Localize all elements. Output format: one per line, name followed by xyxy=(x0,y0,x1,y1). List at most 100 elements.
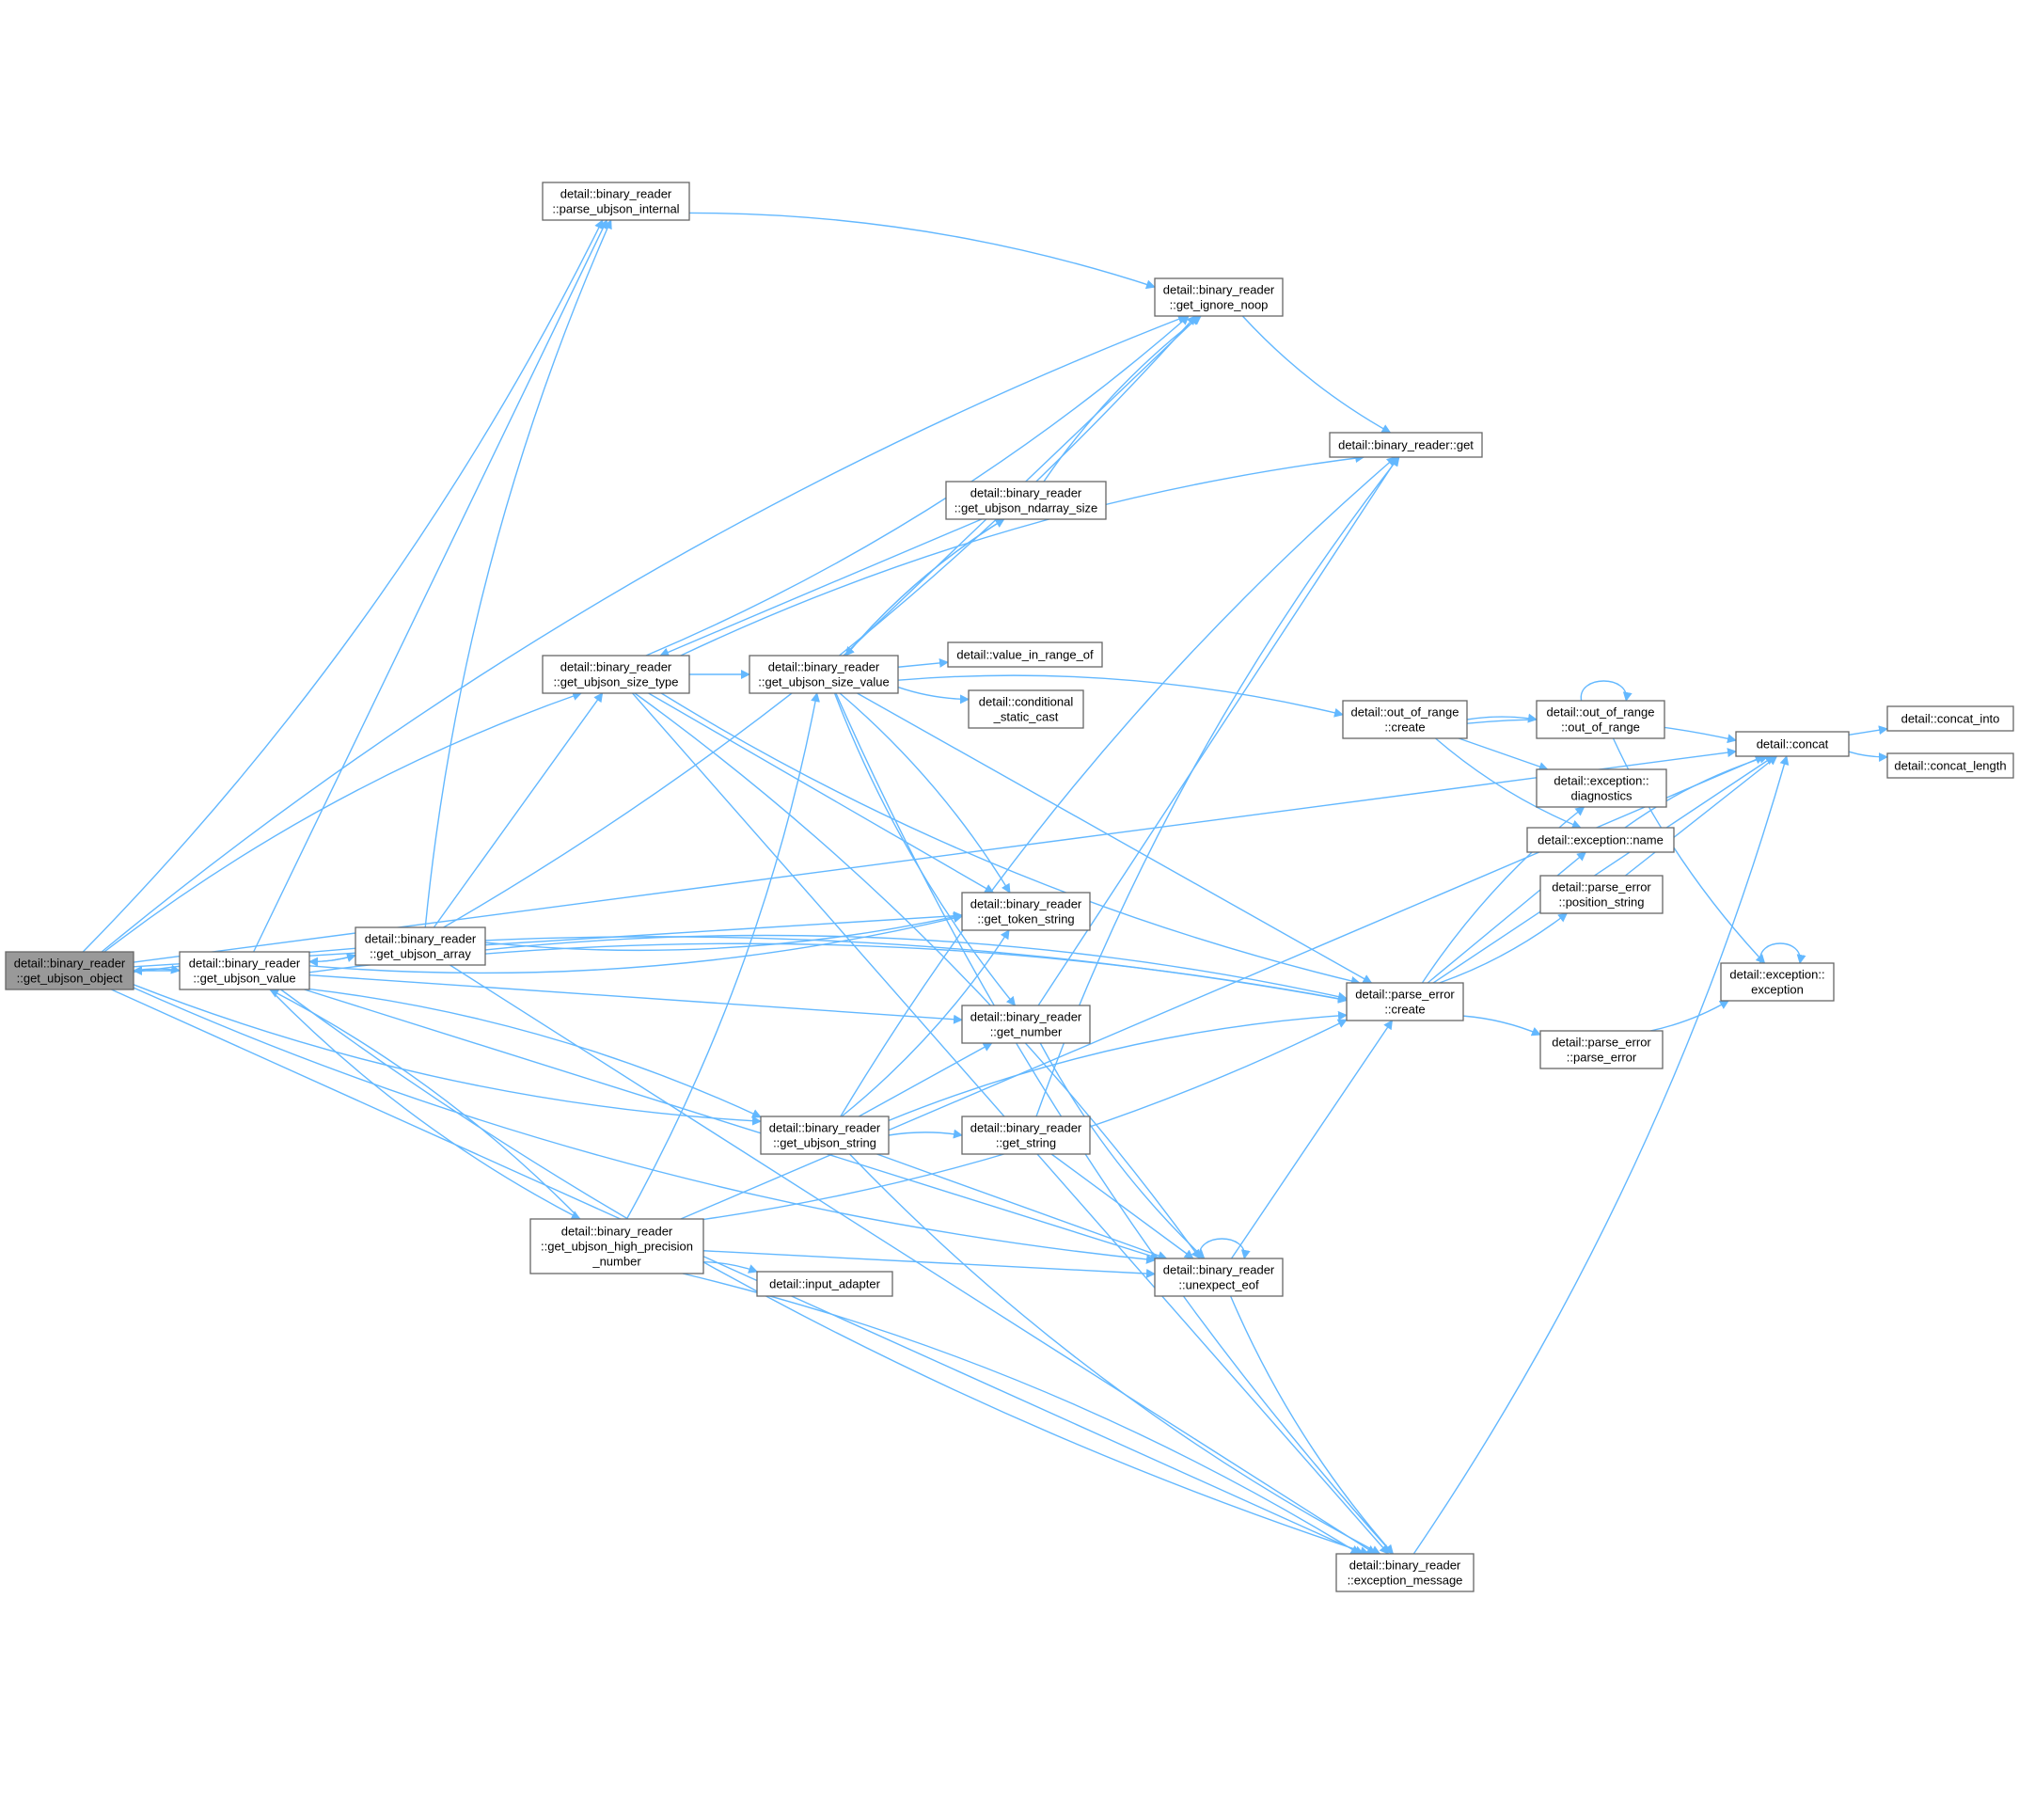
node-label-line: ::get_ubjson_size_value xyxy=(758,675,890,689)
node-label-line: detail::binary_reader xyxy=(970,897,1082,911)
edge-ignore_noop-to-get xyxy=(1241,315,1392,434)
node-exc-ctor[interactable]: detail::exception::exception xyxy=(1720,962,1835,1002)
node-box[interactable] xyxy=(756,1271,893,1297)
node-label-line: detail::conditional xyxy=(979,695,1074,709)
node-label-line: ::create xyxy=(1384,1003,1425,1017)
node-label-line: detail::concat_into xyxy=(1901,712,2000,726)
node-box[interactable] xyxy=(5,951,134,990)
node-label-line: ::get_ubjson_string xyxy=(773,1136,876,1150)
edge-high_prec-to-input_adapter xyxy=(702,1260,759,1274)
node-box[interactable] xyxy=(1342,700,1468,739)
node-concat-length[interactable]: detail::concat_length xyxy=(1886,752,2014,779)
node-label-line: detail::exception:: xyxy=(1554,774,1648,788)
edge-size_value-to-cond_cast xyxy=(897,686,970,704)
node-box[interactable] xyxy=(1154,277,1284,317)
edge-high_prec-to-value xyxy=(269,989,581,1220)
node-box[interactable] xyxy=(1526,827,1675,853)
node-unexpect-eof[interactable]: detail::binary_reader::unexpect_eof xyxy=(1154,1258,1284,1297)
edge-array-to-token_string xyxy=(484,911,963,952)
node-label-line: detail::binary_reader xyxy=(970,1010,1082,1024)
node-concat[interactable]: detail::concat xyxy=(1735,731,1850,757)
node-size-value[interactable]: detail::binary_reader::get_ubjson_size_v… xyxy=(749,655,899,694)
node-box[interactable] xyxy=(1720,962,1835,1002)
node-label-line: ::position_string xyxy=(1558,895,1644,910)
edge-array-to-ignore_noop xyxy=(443,315,1197,928)
node-cond-cast[interactable]: detail::conditional_static_cast xyxy=(968,689,1084,729)
node-oor-ctor[interactable]: detail::out_of_range::out_of_range xyxy=(1536,700,1665,739)
node-box[interactable] xyxy=(179,951,310,990)
node-box[interactable] xyxy=(1536,700,1665,739)
node-label-line: detail::binary_reader xyxy=(560,660,672,674)
edge-value-to-ubj_string xyxy=(308,988,762,1118)
node-label-line: ::get_ignore_noop xyxy=(1170,298,1269,312)
node-box[interactable] xyxy=(542,655,690,694)
edge-exc_name-to-concat xyxy=(1624,753,1769,829)
node-box[interactable] xyxy=(529,1218,704,1274)
node-label-line: detail::input_adapter xyxy=(769,1277,880,1291)
edge-value-to-exc_message xyxy=(280,989,1370,1556)
node-box[interactable] xyxy=(749,655,899,694)
node-box[interactable] xyxy=(961,1005,1091,1044)
node-box[interactable] xyxy=(947,641,1103,668)
node-in-range[interactable]: detail::value_in_range_of xyxy=(947,641,1103,668)
node-array[interactable]: detail::binary_reader::get_ubjson_array xyxy=(355,926,486,966)
node-box[interactable] xyxy=(1335,1553,1475,1592)
edge-oor_create-to-exc_name xyxy=(1435,737,1582,830)
node-label-line: detail::binary_reader xyxy=(970,1121,1082,1135)
node-input-adapter[interactable]: detail::input_adapter xyxy=(756,1271,893,1297)
node-box[interactable] xyxy=(1886,752,2014,779)
node-label-line: diagnostics xyxy=(1570,789,1633,803)
node-exc-name[interactable]: detail::exception::name xyxy=(1526,827,1675,853)
node-exc-message[interactable]: detail::binary_reader::exception_message xyxy=(1335,1553,1475,1592)
edge-pe_create-to-position_string xyxy=(1439,912,1569,984)
node-box[interactable] xyxy=(355,926,486,966)
node-get-string[interactable]: detail::binary_reader::get_string xyxy=(961,1116,1091,1155)
node-parse-internal[interactable]: detail::binary_reader::parse_ubjson_inte… xyxy=(542,182,690,221)
node-box[interactable] xyxy=(1539,875,1664,914)
node-box[interactable] xyxy=(945,481,1107,520)
node-high-prec[interactable]: detail::binary_reader::get_ubjson_high_p… xyxy=(529,1218,704,1274)
edge-ndarray-to-ignore_noop xyxy=(1043,315,1202,483)
edge-size_type-to-unexpect_eof xyxy=(634,692,1201,1259)
node-get-number[interactable]: detail::binary_reader::get_number xyxy=(961,1005,1091,1044)
node-box[interactable] xyxy=(961,1116,1091,1155)
edge-unexpect_eof-to-pe_create xyxy=(1230,1020,1394,1259)
node-box[interactable] xyxy=(1735,731,1850,757)
node-label-line: detail::out_of_range xyxy=(1351,705,1459,720)
node-label-line: detail::concat xyxy=(1757,737,1829,752)
node-position-string[interactable]: detail::parse_error::position_string xyxy=(1539,875,1664,914)
edge-ubj_string-to-get xyxy=(840,456,1396,1117)
node-box[interactable] xyxy=(961,892,1091,931)
node-label-line: detail::binary_reader xyxy=(970,486,1082,500)
edge-ubj_string-to-get_string xyxy=(888,1129,963,1139)
edge-pe_create-to-diagnostics xyxy=(1421,806,1585,984)
edge-unexpect_eof-to-exc_message xyxy=(1229,1295,1395,1555)
node-box[interactable] xyxy=(542,182,690,221)
node-size-type[interactable]: detail::binary_reader::get_ubjson_size_t… xyxy=(542,655,690,694)
edge-get_string-to-unexpect_eof xyxy=(1050,1153,1194,1259)
node-pe-ctor[interactable]: detail::parse_error::parse_error xyxy=(1539,1030,1664,1069)
node-value[interactable]: detail::binary_reader::get_ubjson_value xyxy=(179,951,310,990)
edge-ndarray-to-size_value xyxy=(844,518,1005,657)
node-root[interactable]: detail::binary_reader::get_ubjson_object xyxy=(5,951,134,990)
node-box[interactable] xyxy=(1539,1030,1664,1069)
node-concat-into[interactable]: detail::concat_into xyxy=(1886,705,2014,732)
node-get[interactable]: detail::binary_reader::get xyxy=(1329,432,1483,458)
node-box[interactable] xyxy=(1886,705,2014,732)
node-box[interactable] xyxy=(1346,982,1464,1021)
edge-pe_create-to-pe_ctor xyxy=(1462,1015,1541,1037)
node-ignore-noop[interactable]: detail::binary_reader::get_ignore_noop xyxy=(1154,277,1284,317)
node-box[interactable] xyxy=(968,689,1084,729)
node-pe-create[interactable]: detail::parse_error::create xyxy=(1346,982,1464,1021)
edge-concat-to-concat_into xyxy=(1848,725,1888,736)
node-box[interactable] xyxy=(1536,768,1667,808)
node-box[interactable] xyxy=(1154,1258,1284,1297)
edge-ndarray-to-size_type xyxy=(659,518,983,657)
node-ndarray[interactable]: detail::binary_reader::get_ubjson_ndarra… xyxy=(945,481,1107,520)
node-token-string[interactable]: detail::binary_reader::get_token_string xyxy=(961,892,1091,931)
node-ubj-string[interactable]: detail::binary_reader::get_ubjson_string xyxy=(760,1116,890,1155)
node-diagnostics[interactable]: detail::exception::diagnostics xyxy=(1536,768,1667,808)
node-box[interactable] xyxy=(760,1116,890,1155)
node-box[interactable] xyxy=(1329,432,1483,458)
node-oor-create[interactable]: detail::out_of_range::create xyxy=(1342,700,1468,739)
